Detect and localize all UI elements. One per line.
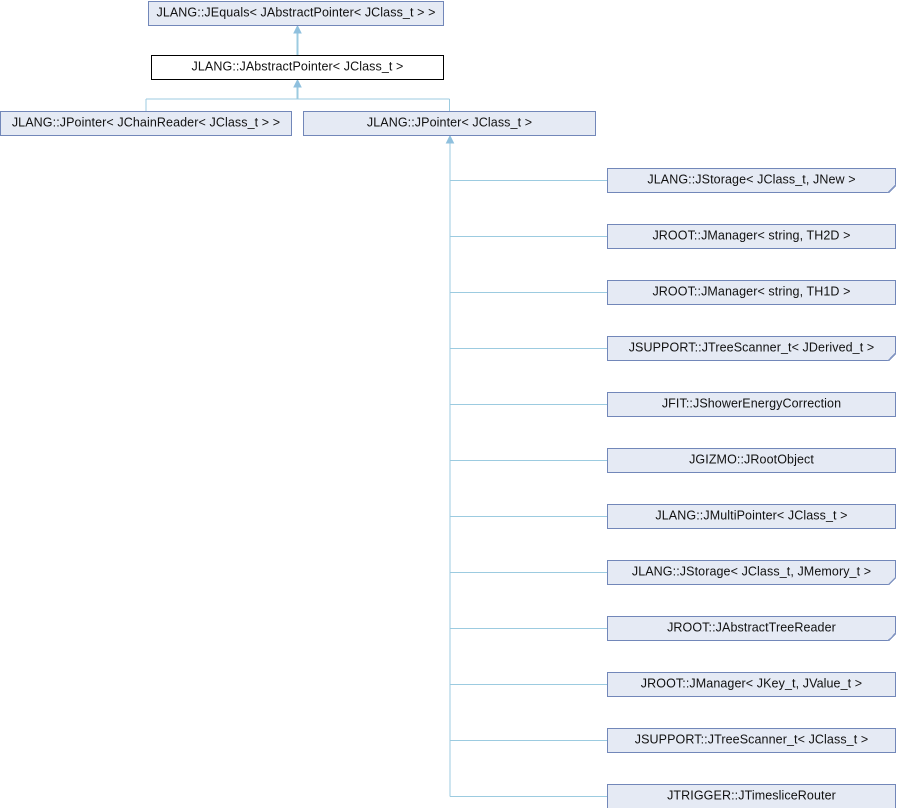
arrow-derived-to-focus <box>293 78 302 88</box>
class-node-label: JROOT::JAbstractTreeReader <box>667 620 836 635</box>
class-node-label: JROOT::JManager< string, TH1D > <box>652 284 851 299</box>
class-node-derived[interactable]: JLANG::JStorage< JClass_t, JMemory_t > <box>607 560 896 585</box>
class-node-derived[interactable]: JLANG::JMultiPointer< JClass_t > <box>607 504 896 529</box>
class-node-label: JLANG::JStorage< JClass_t, JNew > <box>647 172 856 187</box>
class-node-derived[interactable]: JROOT::JAbstractTreeReader <box>607 616 896 641</box>
class-node-derived[interactable]: JROOT::JManager< string, TH2D > <box>607 224 896 249</box>
arrow-leaves-to-jpointer <box>445 134 455 144</box>
class-node-label: JLANG::JAbstractPointer< JClass_t > <box>191 59 404 74</box>
class-node-jpointer-jclass-t[interactable]: JLANG::JPointer< JClass_t > <box>303 111 596 136</box>
class-node-label: JTRIGGER::JTimesliceRouter <box>667 788 836 803</box>
class-node-derived[interactable]: JLANG::JStorage< JClass_t, JNew > <box>607 168 896 193</box>
class-node-label: JLANG::JStorage< JClass_t, JMemory_t > <box>631 564 872 579</box>
class-node-derived[interactable]: JSUPPORT::JTreeScanner_t< JClass_t > <box>607 728 896 753</box>
class-node-label: JSUPPORT::JTreeScanner_t< JClass_t > <box>634 732 869 747</box>
class-node-label: JLANG::JPointer< JChainReader< JClass_t … <box>11 115 281 130</box>
class-node-derived[interactable]: JFIT::JShowerEnergyCorrection <box>607 392 896 417</box>
class-node-label: JLANG::JEquals< JAbstractPointer< JClass… <box>156 5 436 20</box>
class-node-label: JLANG::JMultiPointer< JClass_t > <box>655 508 848 523</box>
arrow-focus-to-root <box>293 24 302 34</box>
class-node-jpointer-jchainreader[interactable]: JLANG::JPointer< JChainReader< JClass_t … <box>0 111 292 136</box>
class-node-label: JSUPPORT::JTreeScanner_t< JDerived_t > <box>628 340 875 355</box>
class-node-label: JROOT::JManager< string, TH2D > <box>652 228 851 243</box>
class-node-derived[interactable]: JGIZMO::JRootObject <box>607 448 896 473</box>
class-node-derived[interactable]: JROOT::JManager< string, TH1D > <box>607 280 896 305</box>
class-node-label: JROOT::JManager< JKey_t, JValue_t > <box>640 676 863 691</box>
class-node-label: JFIT::JShowerEnergyCorrection <box>661 396 842 411</box>
class-node-derived[interactable]: JSUPPORT::JTreeScanner_t< JDerived_t > <box>607 336 896 361</box>
class-node-label: JGIZMO::JRootObject <box>689 452 814 467</box>
class-node-jequals[interactable]: JLANG::JEquals< JAbstractPointer< JClass… <box>148 1 444 26</box>
class-node-label: JLANG::JPointer< JClass_t > <box>366 115 533 130</box>
class-node-derived[interactable]: JTRIGGER::JTimesliceRouter <box>607 784 896 808</box>
class-node-jabstractpointer-focus[interactable]: JLANG::JAbstractPointer< JClass_t > <box>151 55 444 80</box>
class-node-derived[interactable]: JROOT::JManager< JKey_t, JValue_t > <box>607 672 896 697</box>
